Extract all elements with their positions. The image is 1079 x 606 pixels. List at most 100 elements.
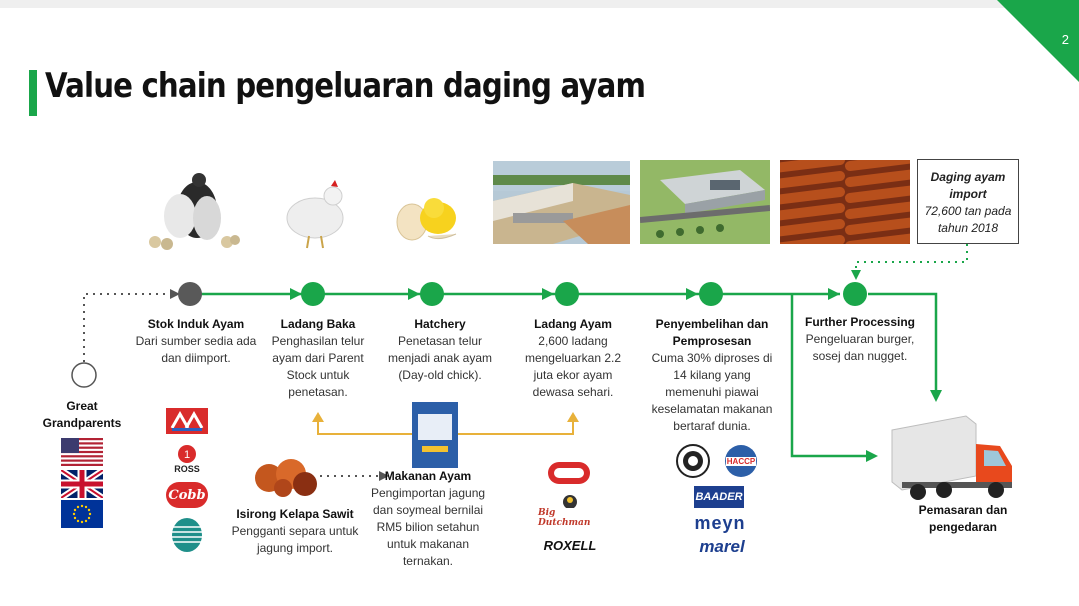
makanan-text: Makanan Ayam Pengimportan jagung dan soy… (370, 468, 486, 570)
stage-desc-line: (Day-old chick). (398, 368, 482, 382)
node-further-processing (843, 282, 867, 306)
isirong-desc-line: Pengganti separa untuk (231, 524, 359, 538)
baader-logo: BAADER (694, 486, 744, 508)
grandparents-label: Great Grandparents (36, 398, 128, 432)
stage-desc-line: mengeluarkan 2.2 (524, 351, 622, 365)
stage-hatchery: Hatchery Penetasan telur menjadi anak ay… (380, 316, 500, 384)
import-box: Daging ayam import 72,600 tan pada tahun… (917, 159, 1019, 244)
grandparents-label-line1: Great (66, 399, 98, 413)
feed-arrow-left (312, 412, 324, 422)
meyn-logo-text: meyn (694, 512, 746, 533)
makanan-desc-line: dan soymeal bernilai (372, 503, 484, 517)
stage-desc-line: Cuma 30% diproses di (651, 351, 773, 365)
stage-title-line2: Pemprosesan (672, 334, 752, 348)
branch-to-marketing (790, 294, 868, 458)
stage-desc-line: Dari sumber sedia ada (135, 334, 257, 348)
photo-processing-plant (640, 160, 770, 244)
page-number: 2 (1061, 32, 1069, 47)
cobb-logo-text: Cobb (168, 487, 206, 503)
truck-icon (888, 410, 1016, 502)
stage-desc-line: 14 kilang yang (673, 368, 751, 382)
makanan-title: Makanan Ayam (384, 469, 472, 483)
meyn-logo: meyn (686, 512, 754, 534)
grandparents-label-line2: Grandparents (42, 416, 122, 430)
stage-desc-line: dan diimport. (161, 351, 231, 365)
baader-logo-text: BAADER (695, 491, 743, 503)
page-title: Value chain pengeluaran daging ayam (45, 66, 646, 106)
makanan-desc-line: RM5 bilion setahun (376, 520, 480, 534)
big-dutchman-text: Big Dutchman (538, 508, 591, 528)
corner-accent (997, 0, 1079, 82)
isirong-desc-line: jagung import. (256, 541, 334, 555)
node-ladang-ayam (555, 282, 579, 306)
stage-title-line1: Penyembelihan dan (655, 317, 769, 331)
stage-desc-line: dewasa sehari. (532, 385, 614, 399)
arrow-to-hatchery (408, 288, 420, 300)
stage-desc-line: penetasan. (288, 385, 348, 399)
import-year: tahun 2018 (937, 221, 999, 235)
makanan-desc-line: Pengimportan jagung (370, 486, 486, 500)
pemasaran-line2: pengedaran (928, 520, 997, 534)
stage-title: Stok Induk Ayam (147, 317, 245, 331)
top-bar (0, 0, 1079, 8)
photo-palm-kernel (253, 448, 317, 498)
node-stok-induk (178, 282, 202, 306)
marel-logo-text: marel (699, 537, 745, 556)
stage-desc-line: keselamatan makanan (651, 402, 773, 416)
halal-logo-icon (675, 443, 711, 479)
isirong-text: Isirong Kelapa Sawit Pengganti separa un… (220, 506, 370, 557)
photo-sausages (780, 160, 910, 244)
stage-desc-line: Penetasan telur (397, 334, 483, 348)
photo-chick-egg (390, 190, 468, 244)
roxell-logo-text: ROXELL (543, 537, 597, 553)
makanan-desc-line: untuk makanan (386, 537, 470, 551)
eu-flag-icon (61, 500, 103, 528)
stage-desc-line: juta ekor ayam (533, 368, 613, 382)
pemasaran-line1: Pemasaran dan (918, 503, 1008, 517)
makanan-desc-line: ternakan. (402, 554, 454, 568)
stage-desc-line: memenuhi piawai (665, 385, 759, 399)
photo-feed-bag (412, 402, 458, 468)
branch-arrowhead (866, 450, 878, 462)
haccp-logo: HACCP (722, 443, 760, 479)
photo-parent-stock-chickens (135, 160, 245, 252)
node-grandparents (71, 362, 97, 388)
chore-time-logo-icon (548, 462, 590, 484)
svg-text:1: 1 (184, 449, 190, 461)
stage-desc-line: ayam dari Parent (272, 351, 364, 365)
arrow-to-further-processing (828, 288, 840, 300)
stage-ladang-ayam: Ladang Ayam 2,600 ladang mengeluarkan 2.… (515, 316, 631, 401)
stage-desc-line: Pengeluaran burger, (805, 332, 915, 346)
isirong-arrowhead (379, 471, 389, 481)
import-dotted-connector (855, 244, 968, 272)
aviagen-logo-icon (166, 408, 208, 434)
stage-ladang-baka: Ladang Baka Penghasilan telur ayam dari … (266, 316, 370, 401)
haccp-logo-text: HACCP (726, 456, 756, 466)
title-accent-bar (29, 70, 37, 116)
roxell-logo: ROXELL (532, 536, 608, 554)
pemasaran-text: Pemasaran dan pengedaran (898, 502, 1028, 536)
marel-logo: marel (684, 536, 760, 558)
import-value: 72,600 tan pada (924, 204, 1012, 218)
uk-flag-icon (61, 470, 103, 498)
node-penyembelihan (699, 282, 723, 306)
node-hatchery (420, 282, 444, 306)
stage-desc-line: Stock untuk (286, 368, 350, 382)
stage-desc-line: bertaraf dunia. (673, 419, 751, 433)
feed-arrow-right (567, 412, 579, 422)
arrow-to-penyembelihan (686, 288, 698, 300)
import-title-line1: Daging ayam (930, 170, 1006, 184)
stage-title: Ladang Ayam (534, 317, 612, 331)
photo-hen (275, 174, 355, 250)
arrow-to-ladang-ayam (542, 288, 554, 300)
node-ladang-baka (301, 282, 325, 306)
stage-title: Hatchery (414, 317, 466, 331)
stage-desc-line: 2,600 ladang (538, 334, 608, 348)
stage-desc-line: sosej dan nugget. (812, 349, 908, 363)
cobb-logo: Cobb (166, 482, 208, 508)
ross-logo: 1 ROSS (166, 442, 208, 476)
dotted-arrowhead (170, 289, 180, 299)
stage-desc-line: menjadi anak ayam (387, 351, 493, 365)
hubbard-logo-icon (170, 517, 204, 553)
